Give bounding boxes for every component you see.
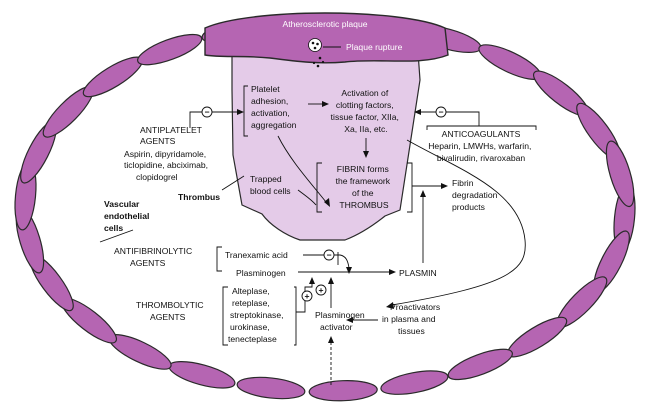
tranexamic-line <box>303 254 350 269</box>
antiplatelet-title: ANTIPLATELET AGENTS <box>140 125 204 146</box>
plasmin-label: PLASMIN <box>399 268 437 278</box>
anticoagulant-line <box>420 111 480 126</box>
svg-text:−: − <box>204 107 209 117</box>
thrombolytic-title: THROMBOLYTIC AGENTS <box>136 300 206 322</box>
proactivators-label: Proactivators in plasma and tissues <box>382 302 443 336</box>
endothelial-cell <box>308 380 378 402</box>
platelet-bracket <box>243 85 248 137</box>
anticoagulant-drugs: Heparin, LMWHs, warfarin, bivalirudin, r… <box>428 141 534 163</box>
thrombolytic-drugs: Alteplase, reteplase, streptokinase, uro… <box>228 286 286 344</box>
anticoagulant-bracket <box>426 125 537 130</box>
thrombolytic-line <box>296 282 313 313</box>
vascular-endothelial-label: Vascular endothelial cells <box>104 199 152 233</box>
svg-text:+: + <box>304 291 309 301</box>
vascular-pointer <box>99 229 134 243</box>
thrombolytic-plus-circle <box>301 290 313 302</box>
endothelial-cell <box>236 376 306 400</box>
anticoagulant-inhibit-circle <box>435 106 447 118</box>
antiplatelet-drugs: Aspirin, dipyridamole, ticlopidine, abci… <box>124 149 210 182</box>
plasminogen-label: Plasminogen <box>236 268 286 278</box>
antiplatelet-inhibit-circle <box>201 106 213 118</box>
fibrin-bracket-right <box>407 162 413 213</box>
thrombolytic-bracket-right <box>294 286 297 346</box>
fibrin-label: FIBRIN forms the framework of the THROMB… <box>336 164 393 210</box>
atherosclerotic-plaque <box>204 12 449 64</box>
thrombus-label: Thrombus <box>178 192 220 202</box>
plasminogen-activator-label: Plasminogen activator <box>315 310 367 332</box>
platelet-label: Platelet adhesion, activation, aggregati… <box>251 84 297 130</box>
fibrin-bracket-left <box>316 162 322 213</box>
svg-text:−: − <box>438 107 443 117</box>
plaque-rupture-dots <box>308 38 325 68</box>
antifibrinolytic-title: ANTIFIBRINOLYTIC AGENTS <box>114 246 195 268</box>
endothelial-cell <box>137 33 203 66</box>
endothelial-cell <box>447 348 513 381</box>
endothelial-cell <box>82 56 143 98</box>
antifibrinolytic-bracket <box>216 246 222 272</box>
endothelial-cell <box>605 140 635 208</box>
thrombus-pointer <box>221 175 245 191</box>
plaque-rupture-label: Plaque rupture <box>346 42 403 52</box>
svg-text:−: − <box>326 250 331 260</box>
endothelial-cell <box>168 360 236 389</box>
svg-text:+: + <box>318 285 323 295</box>
plaque-label: Atherosclerotic plaque <box>282 19 367 29</box>
endothelial-cell <box>507 316 568 358</box>
antifibrinolytic-inhibit-circle <box>323 249 335 261</box>
endothelial-cell <box>380 370 449 395</box>
fibrin-degradation-label: Fibrin degradation products <box>452 178 500 212</box>
arrow-platelet-to-fibrin <box>277 135 327 203</box>
trapped-line <box>297 189 317 206</box>
activation-label: Activation of clotting factors, tissue f… <box>331 88 402 134</box>
antiplatelet-line <box>189 111 238 128</box>
thrombus-shape <box>231 48 421 241</box>
anticoagulants-title: ANTICOAGULANTS <box>442 129 521 139</box>
activator-plus-circle <box>315 284 327 296</box>
thrombolytic-bracket <box>222 286 228 346</box>
trapped-blood-cells-label: Trapped blood cells <box>250 174 291 196</box>
arrow-curve-to-proactivators <box>391 139 526 306</box>
tranexamic-label: Tranexamic acid <box>225 250 288 260</box>
